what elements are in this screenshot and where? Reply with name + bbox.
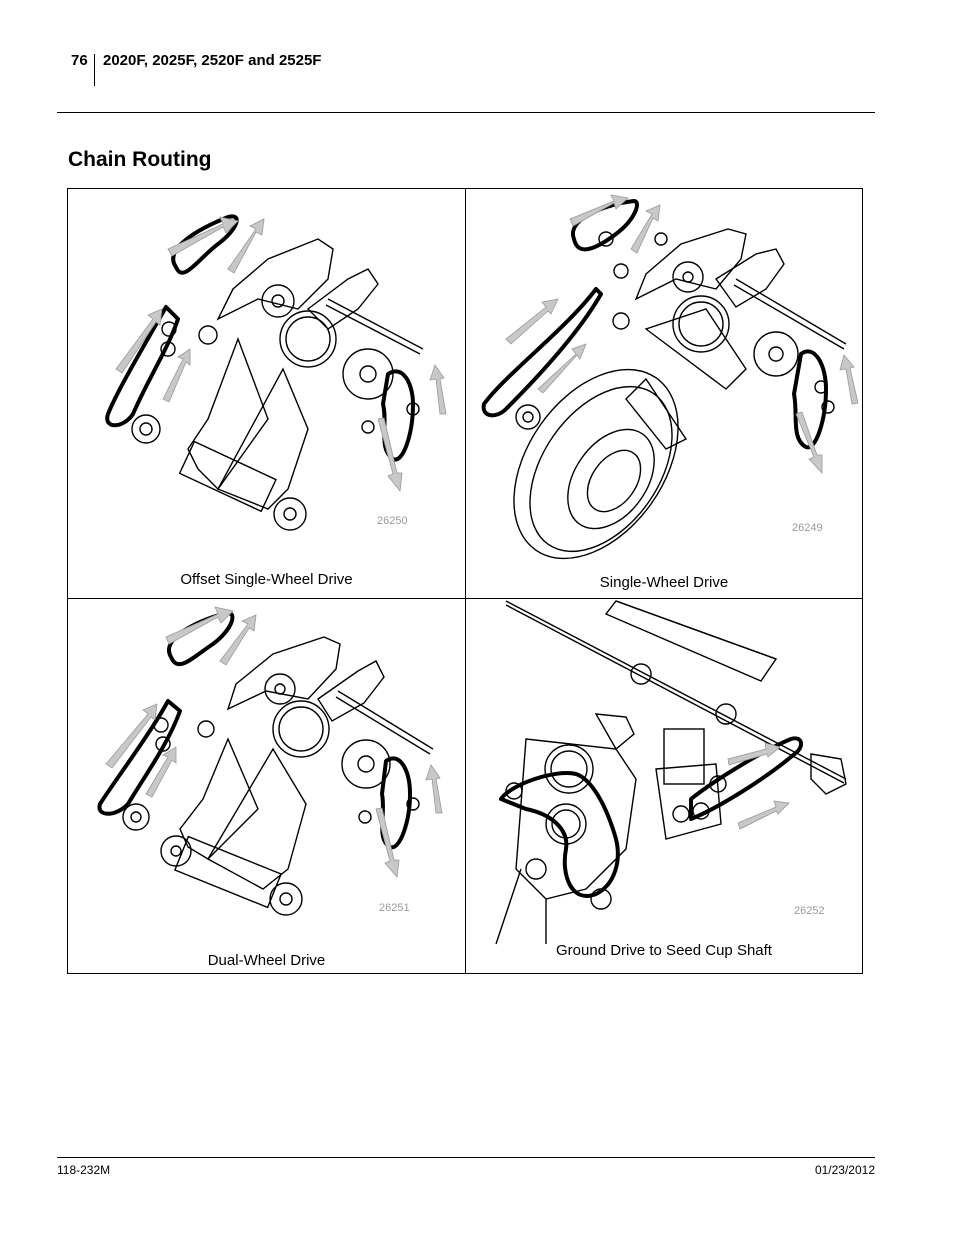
- figure-caption: Ground Drive to Seed Cup Shaft: [556, 942, 772, 959]
- figure-number: 26250: [377, 515, 408, 527]
- footer-rule: [57, 1157, 875, 1158]
- figure-number: 26251: [379, 902, 410, 914]
- document-date: 01/23/2012: [814, 1163, 875, 1177]
- figure-dual-wheel: 26251 Dual-Wheel Drive: [68, 599, 466, 973]
- model-title: 2020F, 2025F, 2520F and 2525F: [103, 52, 322, 69]
- figure-caption: Dual-Wheel Drive: [207, 952, 326, 969]
- page-number: 76: [71, 52, 88, 69]
- figure-number: 26252: [794, 905, 825, 917]
- figure-offset-single-wheel: 26250 Offset Single-Wheel Drive: [68, 189, 466, 599]
- figure-caption: Offset Single-Wheel Drive: [180, 571, 353, 588]
- dual-wheel-drawing: [97, 606, 443, 916]
- figure-single-wheel: 26249 Single-Wheel Drive: [466, 189, 862, 599]
- figure-grid: 26250 Offset Single-Wheel Drive: [67, 188, 863, 974]
- section-title: Chain Routing: [68, 148, 212, 171]
- single-wheel-drawing: [481, 194, 859, 560]
- header-rule: [57, 112, 875, 113]
- ground-drive-seed-cup-drawing: [495, 600, 847, 945]
- header-divider: [94, 54, 95, 86]
- document-number: 118-232M: [57, 1163, 111, 1177]
- offset-single-wheel-drawing: [105, 214, 447, 531]
- figure-number: 26249: [792, 522, 823, 534]
- figure-ground-drive-seed-cup: 26252 Ground Drive to Seed Cup Shaft: [466, 599, 862, 973]
- figure-caption: Single-Wheel Drive: [599, 574, 729, 591]
